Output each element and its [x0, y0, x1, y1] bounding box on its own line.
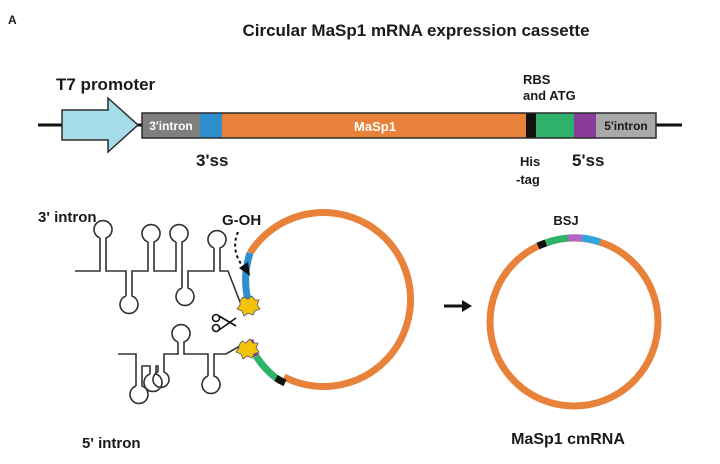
masp1-label: MaSp1	[354, 119, 396, 134]
five-intron-strand-label: 5' intron	[82, 435, 141, 452]
splicing-intermediate: 3' intron 5' intron G-OH	[38, 209, 415, 452]
cmrna-green-arc	[544, 234, 569, 247]
cassette-outline	[141, 112, 657, 139]
his-label: His	[520, 154, 540, 169]
his-tag-segment	[526, 113, 536, 138]
cmrna-title: MaSp1 cmRNA	[511, 431, 625, 448]
tag-label: -tag	[516, 172, 540, 187]
diagram-title: Circular MaSp1 mRNA expression cassette	[242, 21, 589, 40]
atg-label: and ATG	[523, 88, 576, 103]
cmrna-ring	[486, 234, 662, 410]
three-ss-blob	[236, 295, 261, 317]
rbs-label: RBS	[523, 72, 551, 87]
three-intron-label: 3'intron	[149, 119, 193, 133]
three-intron-segment	[142, 113, 200, 138]
goh-label: G-OH	[222, 212, 261, 229]
rbs-atg-segment	[536, 113, 574, 138]
five-intron-segment	[596, 113, 656, 138]
five-intron-label: 5'intron	[604, 119, 648, 133]
three-splice-site-segment	[200, 113, 222, 138]
masp1-segment	[222, 113, 526, 138]
panel-label: A	[8, 13, 17, 27]
precursor-orange-arc	[247, 209, 415, 390]
circular-product: BSJ MaSp1 cmRNA	[486, 213, 662, 448]
precursor-black-arc	[274, 375, 287, 387]
scissors-icon	[211, 313, 237, 333]
t7-promoter-arrow	[61, 96, 140, 154]
five-ss-blob	[235, 338, 260, 360]
t7-promoter-label: T7 promoter	[56, 75, 156, 94]
goh-arrowhead	[239, 262, 250, 276]
three-intron-strand-label: 3' intron	[38, 209, 97, 226]
bsj-label: BSJ	[553, 213, 578, 228]
precursor-blue-arc	[242, 251, 254, 305]
cmrna-blue-arc	[581, 234, 602, 246]
three-ss-label: 3'ss	[196, 151, 228, 170]
right-arrow-icon	[444, 300, 472, 312]
five-intron-strand	[118, 323, 241, 405]
cmrna-black-arc	[536, 239, 548, 250]
goh-attack-arrow	[234, 231, 245, 269]
five-ss-label: 5'ss	[572, 151, 604, 170]
three-intron-strand	[75, 219, 247, 315]
five-splice-site-segment	[574, 113, 596, 138]
expression-cassette: T7 promoter 3'intron MaSp1 5'intron 3'ss…	[38, 72, 682, 187]
precursor-green-arc	[253, 354, 279, 381]
